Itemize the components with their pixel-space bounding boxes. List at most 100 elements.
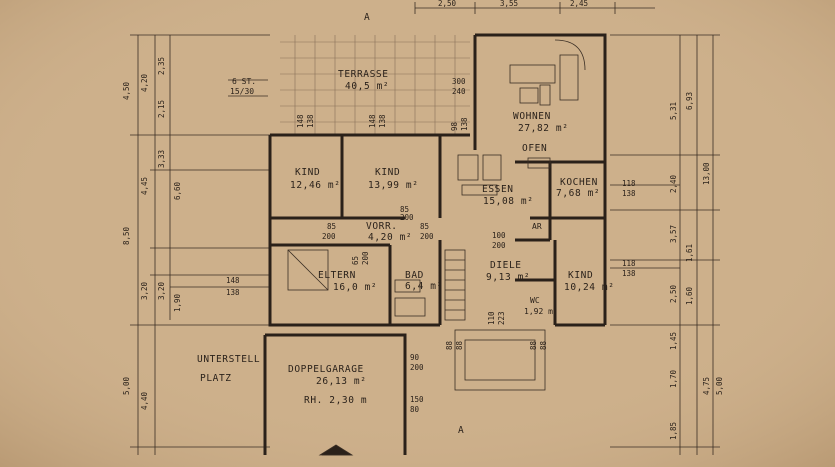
room-name: DIELE	[490, 260, 522, 271]
room-area: 10,24 m²	[564, 282, 615, 293]
dim-right-outer-2: 5,00	[715, 376, 724, 395]
room-area: 6,4 m²	[405, 281, 443, 292]
room-kind-1: KIND 12,46 m²	[290, 167, 341, 191]
dim-top-3: 2,45	[570, 0, 588, 8]
opening-dim: 148	[226, 276, 240, 285]
room-ar: AR	[532, 222, 542, 231]
opening-dim: 200	[492, 241, 506, 250]
room-bad: BAD 6,4 m²	[405, 270, 443, 292]
opening-dim: 118	[622, 179, 636, 188]
dim-left-mid-3: 3,20	[140, 281, 149, 300]
section-mark-bottom: A	[458, 425, 464, 436]
opening-dim: 138	[378, 114, 387, 128]
dim-left-inner-2: 2,15	[157, 100, 166, 118]
opening-dim: 65	[351, 256, 360, 265]
room-name: KIND	[375, 167, 400, 178]
opening-dim: 138	[226, 288, 240, 297]
opening-dim: 148	[368, 114, 377, 128]
room-name: TERRASSE	[338, 69, 389, 80]
room-area: 1,92 m²	[524, 307, 558, 316]
dim-left-inner-3: 3,33	[157, 150, 166, 168]
opening-dim: 138	[622, 189, 636, 198]
opening-dim: 100	[492, 231, 506, 240]
room-name: VORR.	[366, 221, 398, 232]
room-wohnen: WOHNEN 27,82 m²	[513, 111, 569, 134]
opening-dim: 88	[445, 340, 454, 350]
dim-right-inner-8: 1,70	[669, 369, 678, 388]
room-doppelgarage: DOPPELGARAGE 26,13 m² RH. 2,30 m	[288, 364, 367, 406]
note-platz: PLATZ	[200, 373, 232, 384]
room-area: 27,82 m²	[518, 123, 569, 134]
dim-left-inner-5: 3,20	[157, 281, 166, 300]
dim-left-inner-4: 6,60	[173, 181, 182, 200]
opening-dimensions: 300 240 148 138 148 138 98 138 85 200 85…	[226, 77, 636, 414]
dim-right-inner-5: 2,50	[669, 284, 678, 303]
opening-dim: 90	[410, 353, 420, 362]
opening-dim: 88	[539, 340, 548, 350]
dim-right-mid-1: 6,93	[685, 92, 694, 110]
opening-dim: 148	[296, 114, 305, 128]
room-area: 7,68 m²	[556, 188, 600, 199]
opening-dim: 85	[327, 222, 336, 231]
dim-right-inner-1: 5,31	[669, 102, 678, 120]
dim-right-inner-3: 3,57	[669, 225, 678, 243]
opening-dim: 138	[460, 117, 469, 131]
room-name: WC	[530, 296, 540, 305]
dim-left-mid-1: 4,20	[140, 73, 149, 92]
room-area: 4,20 m²	[368, 232, 412, 243]
room-area: 13,99 m²	[368, 180, 419, 191]
room-height: RH. 2,30 m	[304, 395, 367, 406]
opening-dim: 88	[455, 340, 464, 350]
furniture	[228, 39, 586, 456]
stairs-count: 6 ST.	[232, 77, 256, 86]
room-name: ESSEN	[482, 184, 514, 195]
note-unterstell: UNTERSTELL	[197, 354, 260, 365]
dim-left-outer-3: 5,00	[122, 376, 131, 395]
opening-dim: 118	[622, 259, 636, 268]
opening-dim: 150	[410, 395, 424, 404]
opening-dim: 98	[450, 121, 459, 131]
dim-right-inner-6: 1,60	[685, 286, 694, 305]
dimension-lines	[130, 2, 720, 455]
room-terrasse: TERRASSE 40,5 m²	[338, 69, 389, 92]
room-name: KIND	[295, 167, 320, 178]
dim-top-1: 2,50	[438, 0, 457, 8]
room-name: DOPPELGARAGE	[288, 364, 364, 375]
dim-top-2: 3,55	[500, 0, 518, 8]
room-kind-3: KIND 10,24 m²	[564, 270, 615, 293]
room-kind-2: KIND 13,99 m²	[368, 167, 419, 191]
room-name: KIND	[568, 270, 593, 281]
dim-right-inner-2: 2,40	[669, 174, 678, 193]
dim-left-inner-1: 2,35	[157, 57, 166, 75]
room-area: 12,46 m²	[290, 180, 341, 191]
room-name: KOCHEN	[560, 177, 598, 188]
room-kochen: KOCHEN 7,68 m²	[556, 177, 600, 199]
stairs-ratio: 15/30	[230, 87, 254, 96]
room-wc: WC 1,92 m²	[524, 296, 558, 316]
dim-left-mid-2: 4,45	[140, 177, 149, 195]
opening-dim: 110	[487, 311, 496, 325]
room-name: BAD	[405, 270, 424, 281]
opening-dim: 85	[420, 222, 429, 231]
dim-right-outer-1: 13,00	[702, 162, 711, 185]
opening-dim: 138	[306, 114, 315, 128]
room-eltern: ELTERN 16,0 m²	[318, 270, 377, 293]
room-area: 26,13 m²	[316, 376, 367, 387]
room-area: 40,5 m²	[345, 81, 389, 92]
dim-right-inner-4: 1,61	[685, 244, 694, 262]
opening-dim: 200	[400, 213, 414, 222]
opening-dim: 200	[420, 232, 434, 241]
opening-dim: 80	[410, 405, 420, 414]
room-name: ELTERN	[318, 270, 356, 281]
room-area: 15,08 m²	[483, 196, 534, 207]
dim-right-inner-9: 1,85	[669, 422, 678, 440]
opening-dim: 138	[622, 269, 636, 278]
opening-dim: 200	[410, 363, 424, 372]
opening-dim: 200	[361, 251, 370, 265]
room-vorr: VORR. 4,20 m²	[366, 221, 412, 243]
room-area: 16,0 m²	[333, 282, 377, 293]
opening-dim: 85	[400, 205, 409, 214]
opening-dim: 200	[322, 232, 336, 241]
room-area: 9,13 m²	[486, 272, 530, 283]
opening-dim: 300	[452, 77, 466, 86]
